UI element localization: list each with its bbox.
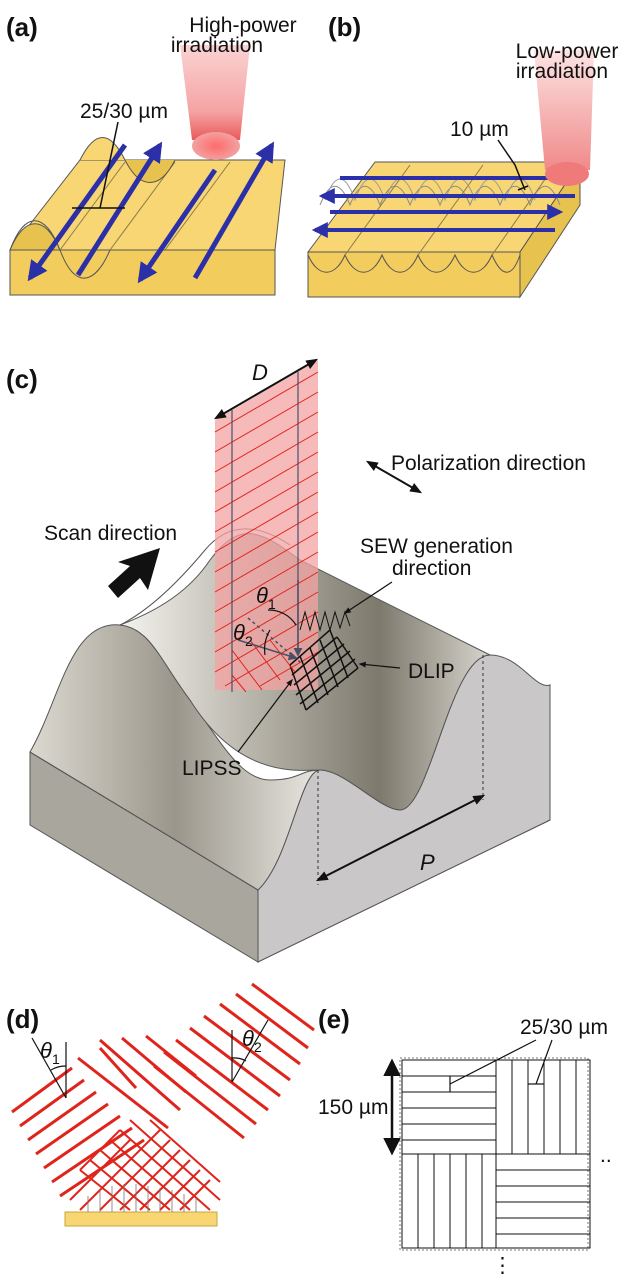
beam-width-label: D [252,360,268,385]
panel-a-label: (a) [6,12,38,42]
period-label: 25/30 µm [80,100,168,123]
irradiation-line2: irradiation [171,34,263,57]
theta1-label: θ [40,1038,52,1063]
sew-wave [299,610,351,632]
polarization-arrow [365,460,423,494]
left-beam-fringes [11,1046,145,1198]
panel-b: (b) 10 µm Low-power irradiation [307,12,619,299]
scan-direction-arrow [108,548,160,598]
period-label: P [420,850,435,875]
beam-width-arrow [213,358,319,420]
interference-mesh [69,1119,221,1211]
wave-profile [307,253,521,273]
theta1-label: θ [256,583,268,608]
lipss-label: LIPSS [182,757,242,780]
period-arrow [315,794,486,882]
theta1-sub: 1 [52,1051,60,1067]
laser-spot [192,132,240,160]
sew-label-line2: direction [392,557,471,580]
laser-beam [180,45,250,140]
ridge-front [29,624,321,891]
continuation-dots-v: ⋮ [492,1254,513,1276]
tile-horizontal [495,1153,591,1249]
dlip-grid [289,629,359,711]
theta2-sub: 2 [245,633,253,649]
period-label: 10 µm [450,118,509,141]
period-leader [99,121,119,209]
theta2-sub: 2 [254,1039,262,1055]
irradiation-line2: irradiation [516,60,608,83]
continuation-dots-h: .. [600,1144,612,1167]
lipss-hatch [231,639,296,693]
panel-c: (c) [6,358,586,963]
panel-d-label: (d) [6,1004,39,1034]
panel-a: (a) 25/30 µm High-power irradiation [6,12,297,296]
theta1-sub: 1 [268,596,276,612]
laser-beam [534,50,594,170]
panel-d: (d) [6,982,315,1227]
right-beam-fringes [153,982,315,1140]
scan-arrow [137,168,218,284]
scan-arrow [192,141,275,280]
period-leader [497,139,526,191]
panel-e: (e) [318,1004,612,1276]
scan-arrow [75,141,163,277]
scan-label: Scan direction [44,522,177,545]
panel-c-label: (c) [6,364,38,394]
size-label: 150 µm [318,1096,388,1119]
period-label: 25/30 µm [520,1016,608,1039]
panel-e-label: (e) [318,1004,350,1034]
irradiation-line1: Low-power [516,40,619,63]
sample-front-face [307,251,521,298]
laser-spot [545,162,589,186]
substrate [64,1211,218,1227]
theta2-label: θ [233,620,245,645]
dlip-label: DLIP [408,660,455,683]
irradiation-line1: High-power [189,14,296,37]
theta2-label: θ [242,1026,254,1051]
sew-label-line1: SEW generation [360,535,513,558]
polarization-label: Polarization direction [391,452,586,475]
panel-b-label: (b) [328,12,361,42]
